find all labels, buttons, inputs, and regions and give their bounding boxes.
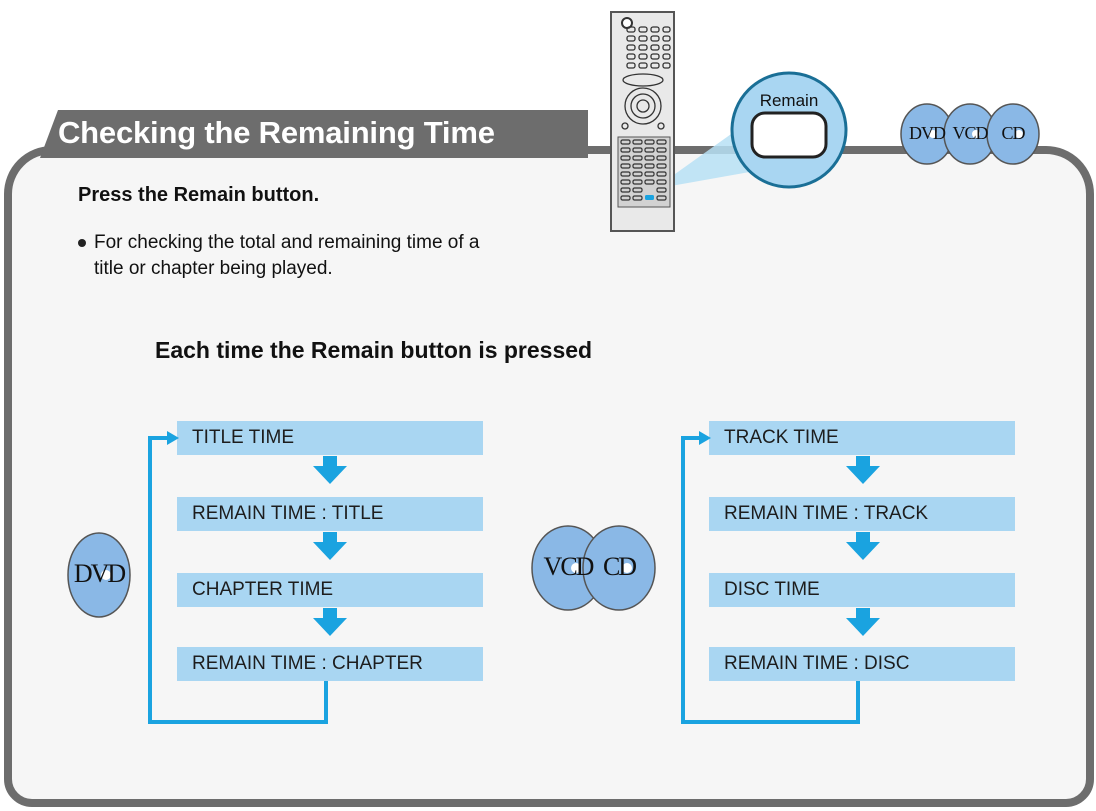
disc-label-vcd-top: VCD	[952, 123, 988, 143]
vcd-step-3: DISC TIME	[709, 573, 1015, 607]
down-arrow-icon	[313, 608, 347, 636]
disc-badge-dvd	[67, 532, 131, 618]
disc-icon	[67, 532, 131, 618]
dvd-step-3: CHAPTER TIME	[177, 573, 483, 607]
dvd-down-arrows	[313, 456, 347, 636]
remain-key-highlight	[645, 195, 654, 200]
disc-icon	[986, 103, 1040, 165]
remote-control-icon	[610, 11, 675, 232]
content-panel	[4, 146, 1094, 807]
loop-arrow-icon	[699, 431, 711, 445]
disc-label-cd: CD	[602, 552, 637, 581]
remain-button-zoom	[730, 71, 848, 189]
vcd-step-2: REMAIN TIME : TRACK	[709, 497, 1015, 531]
down-arrow-icon	[846, 456, 880, 484]
dvd-step-2: REMAIN TIME : TITLE	[177, 497, 483, 531]
disc-badges-top	[900, 103, 1040, 165]
remain-button-label: Remain	[759, 91, 819, 110]
loop-arrow-icon	[167, 431, 179, 445]
disc-icon	[582, 525, 656, 611]
remain-button-icon	[750, 111, 828, 159]
dvd-step-4: REMAIN TIME : CHAPTER	[177, 647, 483, 681]
page-title: Checking the Remaining Time	[58, 115, 495, 150]
instruction-press: Press the Remain button.	[78, 184, 320, 206]
cycle-heading: Each time the Remain button is pressed	[155, 337, 593, 363]
down-arrow-icon	[846, 532, 880, 560]
bullet-line-1: For checking the total and remaining tim…	[94, 232, 480, 253]
disc-label-dvd-top: DVD	[909, 123, 946, 143]
dvd-step-1: TITLE TIME	[177, 421, 483, 455]
bullet-line-2: title or chapter being played.	[94, 258, 333, 279]
loop-lines	[148, 436, 860, 724]
bullet-dot	[78, 239, 86, 247]
disc-label-cd-top: CD	[1001, 123, 1025, 143]
down-arrow-icon	[846, 608, 880, 636]
vcd-down-arrows	[846, 456, 880, 636]
disc-label-vcd: VCD	[543, 552, 595, 581]
vcd-step-1: TRACK TIME	[709, 421, 1015, 455]
down-arrow-icon	[313, 456, 347, 484]
down-arrow-icon	[313, 532, 347, 560]
disc-label-dvd: DVD	[73, 559, 126, 588]
vcd-step-4: REMAIN TIME : DISC	[709, 647, 1015, 681]
title-tab	[40, 110, 588, 158]
disc-badges-vcd-cd	[531, 525, 656, 611]
